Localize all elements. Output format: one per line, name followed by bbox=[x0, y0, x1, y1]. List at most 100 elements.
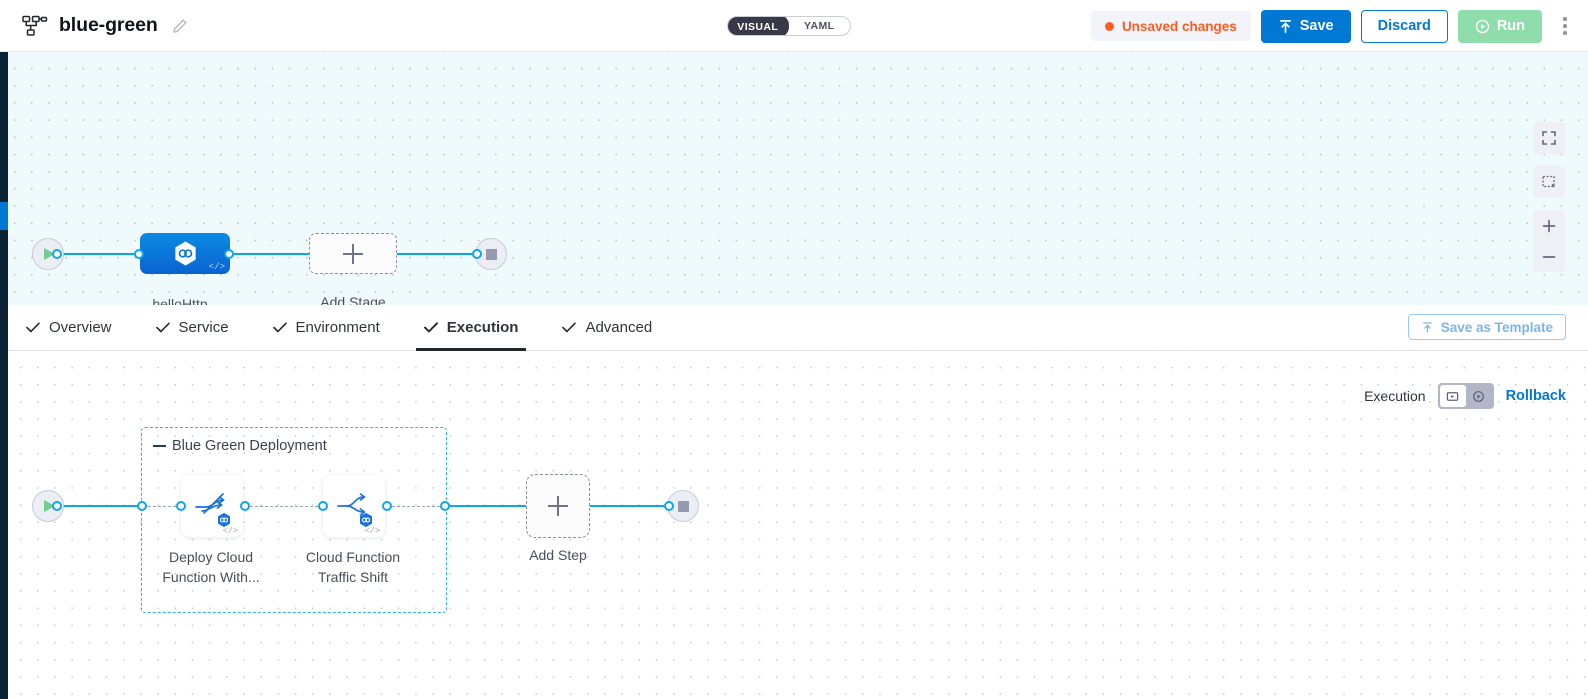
add-stage-label: Add Stage bbox=[320, 294, 386, 305]
play-icon bbox=[44, 248, 55, 260]
edge-start-to-stage bbox=[56, 253, 152, 255]
execution-view-icon[interactable] bbox=[1439, 385, 1466, 407]
port-stage-in[interactable] bbox=[134, 249, 144, 259]
page-title: blue-green bbox=[59, 14, 158, 36]
execution-canvas[interactable]: Execution Rollback bbox=[0, 351, 1588, 699]
upload-arrow-icon bbox=[1278, 19, 1293, 34]
unsaved-changes-label: Unsaved changes bbox=[1121, 18, 1237, 34]
edge-group-to-addstep bbox=[449, 505, 526, 507]
left-nav-rail-active-indicator bbox=[0, 202, 8, 230]
pencil-icon[interactable] bbox=[169, 18, 188, 34]
zoom-in-icon[interactable] bbox=[1533, 210, 1565, 241]
harness-hexagon-badge bbox=[358, 512, 374, 528]
rollback-link[interactable]: Rollback bbox=[1505, 388, 1566, 404]
edge-step2-to-group-out bbox=[392, 506, 440, 507]
discard-button-label: Discard bbox=[1377, 18, 1431, 34]
edge-start-to-group bbox=[57, 505, 147, 507]
stage-canvas[interactable]: </> helloHttp Add Stage bbox=[0, 52, 1588, 305]
check-icon bbox=[272, 322, 287, 333]
left-nav-rail bbox=[0, 52, 8, 699]
status-dot-icon bbox=[1104, 21, 1114, 31]
fullscreen-icon[interactable] bbox=[1533, 122, 1565, 154]
plus-icon bbox=[343, 243, 363, 264]
start-node[interactable] bbox=[32, 238, 64, 270]
visual-yaml-toggle[interactable]: VISUAL YAML bbox=[727, 16, 851, 36]
zoom-control-group bbox=[1533, 210, 1565, 272]
play-circle-icon bbox=[1475, 19, 1490, 34]
port-step2-out[interactable] bbox=[382, 501, 392, 511]
tab-overview-label: Overview bbox=[49, 319, 112, 336]
stage-node-label: helloHttp bbox=[152, 296, 208, 305]
play-icon bbox=[44, 500, 55, 512]
port-end-in[interactable] bbox=[664, 501, 674, 511]
rollback-view-icon[interactable] bbox=[1466, 385, 1492, 407]
harness-hexagon-icon bbox=[172, 240, 199, 267]
stop-square-icon bbox=[485, 248, 497, 260]
port-stage-out[interactable] bbox=[224, 249, 234, 259]
port-group-out[interactable] bbox=[440, 501, 450, 511]
tab-execution[interactable]: Execution bbox=[415, 305, 527, 351]
execution-flow-graph: Blue Green Deployment bbox=[0, 351, 1588, 699]
tab-environment[interactable]: Environment bbox=[272, 305, 380, 351]
execution-rollback-switch[interactable] bbox=[1437, 383, 1494, 409]
stage-node-hellohttp[interactable]: </> bbox=[140, 233, 230, 274]
check-icon bbox=[562, 322, 577, 333]
run-button-label: Run bbox=[1496, 18, 1525, 34]
step-group-title-label: Blue Green Deployment bbox=[172, 438, 327, 454]
toggle-option-visual[interactable]: VISUAL bbox=[728, 17, 789, 35]
step-node-label: Deploy Cloud Function With... bbox=[162, 549, 260, 585]
save-button[interactable]: Save bbox=[1260, 9, 1351, 43]
kebab-dot bbox=[1563, 31, 1567, 35]
port-step1-in[interactable] bbox=[176, 501, 186, 511]
step-group-blue-green-deployment[interactable] bbox=[141, 427, 447, 613]
execution-toolbar: Execution Rollback bbox=[1364, 383, 1566, 409]
add-step-label: Add Step bbox=[529, 547, 587, 563]
tab-service[interactable]: Service bbox=[155, 305, 229, 351]
step-node-deploy-cloud-function[interactable]: </> bbox=[181, 475, 243, 537]
traffic-shift-icon bbox=[335, 491, 373, 521]
port-start-out[interactable] bbox=[52, 501, 62, 511]
tab-service-label: Service bbox=[178, 319, 229, 336]
tab-overview[interactable]: Overview bbox=[26, 305, 112, 351]
deploy-cloud-function-icon bbox=[193, 491, 231, 521]
harness-hexagon-badge bbox=[216, 512, 232, 528]
check-icon bbox=[423, 322, 438, 333]
stage-flow-graph: </> helloHttp Add Stage bbox=[0, 52, 1588, 305]
code-badge-icon: </> bbox=[222, 526, 238, 536]
collapse-dash-icon[interactable] bbox=[153, 444, 166, 448]
status-badge-unsaved: Unsaved changes bbox=[1090, 11, 1251, 41]
save-button-label: Save bbox=[1299, 18, 1334, 34]
run-button[interactable]: Run bbox=[1457, 9, 1542, 43]
step-node-label: Cloud Function Traffic Shift bbox=[305, 549, 401, 585]
step-node-cloud-function-traffic-shift[interactable]: </> bbox=[323, 475, 385, 537]
tab-environment-label: Environment bbox=[295, 319, 380, 336]
add-step-button[interactable] bbox=[526, 474, 590, 538]
port-step2-in[interactable] bbox=[318, 501, 328, 511]
app-header: blue-green VISUAL YAML Unsaved changes bbox=[0, 0, 1588, 52]
save-as-template-button[interactable]: Save as Template bbox=[1407, 314, 1566, 340]
kebab-menu-icon[interactable] bbox=[1552, 9, 1578, 43]
kebab-dot bbox=[1563, 17, 1567, 21]
header-actions: Unsaved changes Save Discard bbox=[1090, 0, 1578, 52]
step-group-title: Blue Green Deployment bbox=[153, 438, 327, 454]
zoom-out-icon[interactable] bbox=[1533, 241, 1565, 272]
save-as-template-label: Save as Template bbox=[1440, 319, 1553, 335]
pipeline-nodes-icon bbox=[22, 15, 48, 37]
plus-icon bbox=[548, 496, 568, 516]
fit-to-screen-icon[interactable] bbox=[1533, 166, 1565, 198]
port-end-in[interactable] bbox=[472, 249, 482, 259]
port-step1-out[interactable] bbox=[240, 501, 250, 511]
code-badge-icon: </> bbox=[364, 526, 380, 536]
add-stage-button[interactable] bbox=[309, 233, 397, 274]
check-icon bbox=[155, 322, 170, 333]
port-start-out[interactable] bbox=[52, 249, 62, 259]
tab-advanced-label: Advanced bbox=[585, 319, 653, 336]
fullscreen-control-group bbox=[1533, 122, 1565, 154]
tab-advanced[interactable]: Advanced bbox=[562, 305, 652, 351]
port-group-in[interactable] bbox=[137, 501, 147, 511]
discard-button[interactable]: Discard bbox=[1360, 9, 1448, 43]
toggle-option-yaml[interactable]: YAML bbox=[804, 20, 835, 32]
header-left-group: blue-green bbox=[22, 14, 188, 37]
stop-square-icon bbox=[677, 500, 689, 512]
